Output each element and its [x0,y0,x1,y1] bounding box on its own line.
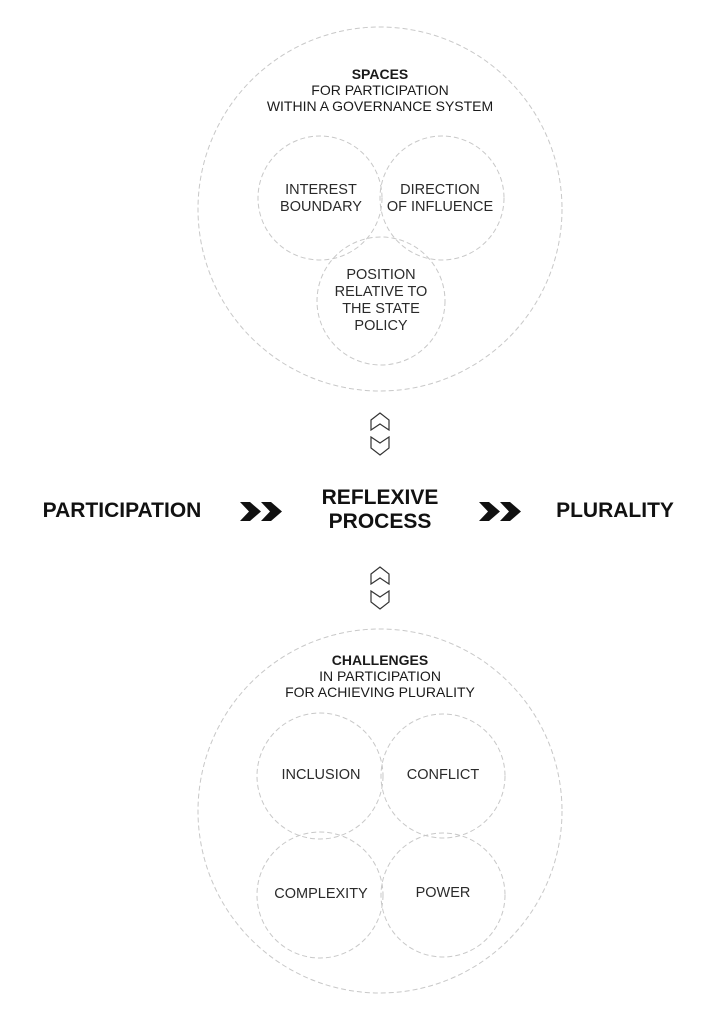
spaces-outer-circle [197,26,563,392]
chevron-down-icon [370,435,390,456]
label-line: DIRECTION [400,182,480,198]
position-relative-label: POSITION RELATIVE TO THE STATE POLICY [321,267,441,335]
spaces-subtitle-line: FOR PARTICIPATION [311,82,449,98]
challenges-title: CHALLENGES [331,652,429,668]
conflict-label: CONFLICT [406,767,480,783]
inclusion-circle [256,712,384,840]
chevron-up-icon [370,566,390,586]
label-line: INTEREST [285,182,357,198]
chevron-right-icon [500,502,521,521]
up-down-chevron-icon [370,566,390,610]
chevron-down-icon [370,589,390,610]
up-down-chevron-icon [370,412,390,456]
label-line: THE STATE [342,301,420,317]
label-line: PROCESS [328,510,432,533]
chevron-up-icon [370,412,390,432]
label-line: POLICY [354,318,408,334]
label-line: OF INFLUENCE [386,199,494,215]
direction-of-influence-circle [379,135,505,261]
label-line: REFLEXIVE [321,486,439,509]
spaces-subtitle-line: WITHIN A GOVERNANCE SYSTEM [266,98,494,114]
inclusion-label: INCLUSION [281,767,361,783]
challenges-outer-circle [197,628,563,994]
label-line: RELATIVE TO [334,284,428,300]
chevron-right-icon [261,502,282,521]
reflexive-process-label: REFLEXIVE PROCESS [300,486,460,534]
challenges-subtitle-line: FOR ACHIEVING PLURALITY [285,684,475,700]
challenges-subtitle-line: IN PARTICIPATION [319,668,441,684]
plurality-label: PLURALITY [556,499,674,522]
label-line: BOUNDARY [280,199,362,215]
power-label: POWER [415,885,471,901]
complexity-label: COMPLEXITY [274,886,368,902]
conflict-circle [380,713,506,839]
challenges-heading: CHALLENGES IN PARTICIPATION FOR ACHIEVIN… [230,652,530,700]
chevron-right-icon [240,502,261,521]
spaces-heading: SPACES FOR PARTICIPATION WITHIN A GOVERN… [230,66,530,114]
power-circle [380,832,506,958]
direction-of-influence-label: DIRECTION OF INFLUENCE [380,182,500,216]
label-line: POSITION [346,267,416,283]
participation-label: PARTICIPATION [42,499,202,522]
double-chevron-right-icon [240,502,282,521]
interest-boundary-label: INTEREST BOUNDARY [262,182,380,216]
complexity-circle [256,831,384,959]
double-chevron-right-icon [479,502,521,521]
position-relative-circle [316,236,446,366]
chevron-right-icon [479,502,500,521]
spaces-title: SPACES [351,66,409,82]
interest-boundary-circle [257,135,383,261]
